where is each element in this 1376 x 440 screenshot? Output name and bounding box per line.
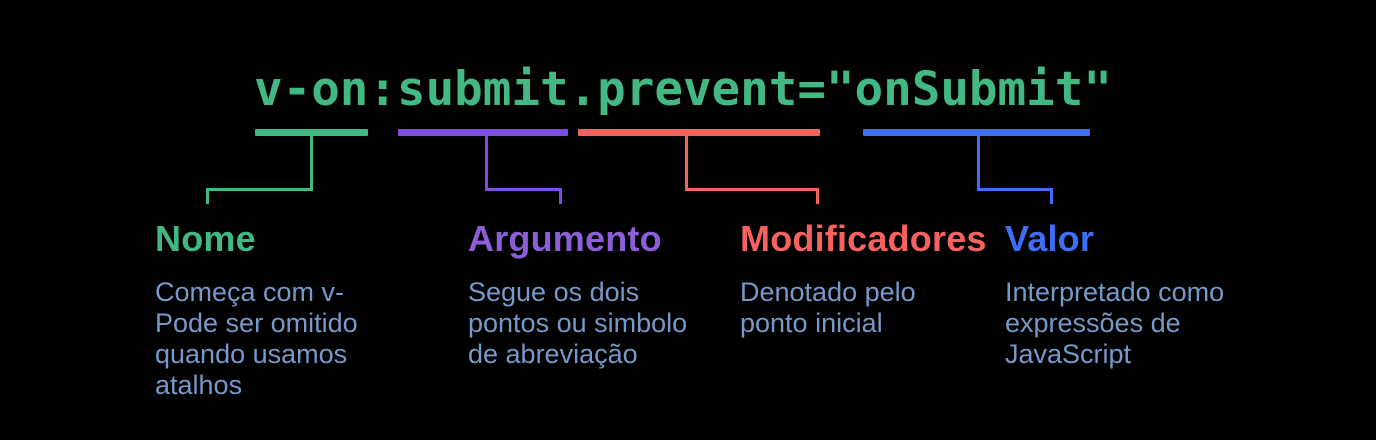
connector-valor-elbow bbox=[977, 188, 1053, 191]
label-modificadores: Modificadores bbox=[740, 218, 987, 259]
connector-valor-drop bbox=[977, 136, 980, 189]
label-valor: Valor bbox=[1005, 218, 1095, 259]
description-modificadores: Denotado pelo ponto inicial bbox=[740, 277, 916, 338]
underline-valor bbox=[863, 129, 1090, 136]
description-nome: Começa com v- Pode ser omitido quando us… bbox=[155, 277, 358, 400]
connector-nome-drop bbox=[310, 136, 313, 189]
description-argumento: Segue os dois pontos ou simbolo de abrev… bbox=[468, 277, 688, 369]
connector-argumento-stub bbox=[559, 188, 562, 204]
connector-valor-stub bbox=[1050, 188, 1053, 204]
connector-argumento-drop bbox=[485, 136, 488, 189]
connector-nome-stub bbox=[206, 188, 209, 204]
code-line: v-on:submit.prevent="onSubmit" bbox=[254, 62, 1112, 117]
underline-modificadores bbox=[578, 129, 820, 136]
label-nome: Nome bbox=[155, 218, 256, 259]
label-argumento: Argumento bbox=[468, 218, 662, 259]
description-valor: Interpretado como expressões de JavaScri… bbox=[1005, 277, 1225, 369]
connector-modificadores-elbow bbox=[685, 188, 819, 191]
connector-modificadores-stub bbox=[816, 188, 819, 204]
underline-nome bbox=[255, 129, 368, 136]
connector-nome-elbow bbox=[206, 188, 313, 191]
connector-modificadores-drop bbox=[685, 136, 688, 189]
connector-argumento-elbow bbox=[485, 188, 562, 191]
underline-argumento bbox=[398, 129, 568, 136]
